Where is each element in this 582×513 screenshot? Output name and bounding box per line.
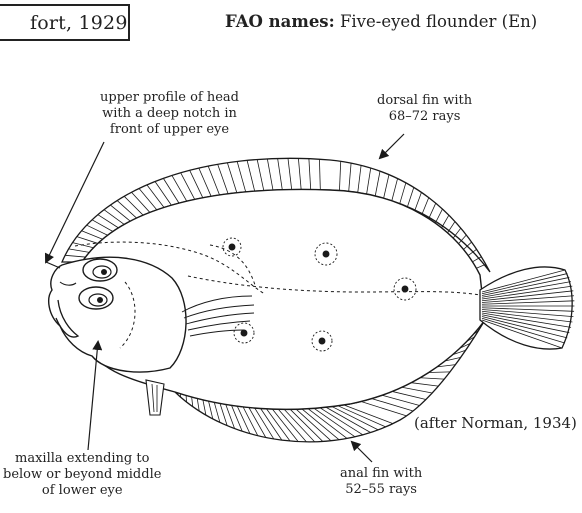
- upper-eye-icon: [83, 259, 117, 281]
- anal-fin-arrow: [352, 442, 372, 462]
- lower-eye-icon: [79, 287, 113, 309]
- maxilla-arrow: [88, 342, 98, 450]
- fish-head: [49, 257, 186, 372]
- dorsal-fin-arrow: [380, 134, 404, 158]
- pelvic-fin: [146, 380, 164, 415]
- head-profile-leader-2: [46, 262, 60, 268]
